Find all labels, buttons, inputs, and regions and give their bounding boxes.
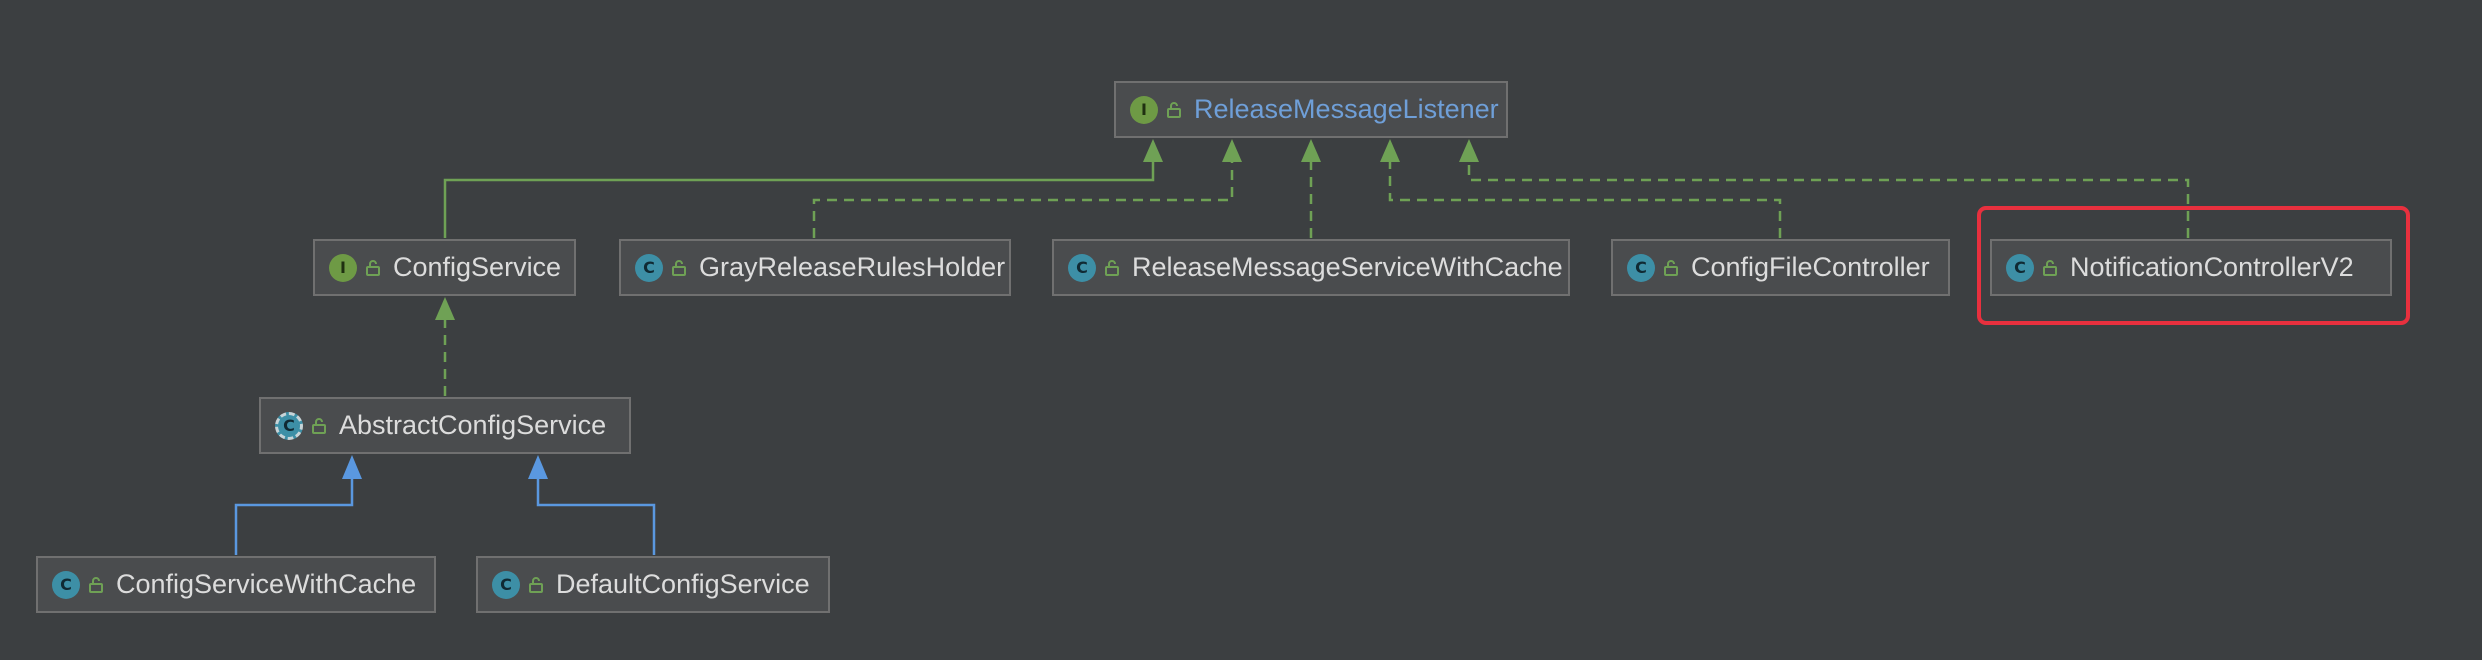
public-visibility-icon	[672, 259, 686, 276]
node-config-service-with-cache[interactable]: C ConfigServiceWithCache	[36, 556, 436, 613]
edge-grayreleaseruleshholder-to-releasemessagelistener	[812, 139, 1242, 238]
class-name-label: AbstractConfigService	[339, 410, 607, 440]
edge-defaultconfigservice-to-abstractconfigservice	[528, 455, 656, 555]
class-name-label: DefaultConfigService	[556, 569, 810, 599]
class-icon: C	[52, 570, 80, 599]
public-visibility-icon	[1664, 259, 1678, 276]
node-release-message-service-with-cache[interactable]: C ReleaseMessageServiceWithCache	[1052, 239, 1570, 296]
public-visibility-icon	[529, 576, 543, 593]
node-gray-release-rules-holder[interactable]: C GrayReleaseRulesHolder	[619, 239, 1011, 296]
node-abstract-config-service[interactable]: C AbstractConfigService	[259, 397, 631, 454]
class-name-label: ConfigServiceWithCache	[116, 569, 417, 599]
class-name-label: ConfigService	[393, 252, 562, 282]
public-visibility-icon	[89, 576, 103, 593]
class-icon: C	[2006, 253, 2034, 282]
edge-releasemessageservicewithcache-to-releasemessagelistener	[1301, 139, 1321, 238]
interface-icon: I	[329, 253, 357, 282]
edge-abstractconfigservice-to-configservice	[435, 297, 455, 396]
class-icon: C	[492, 570, 520, 599]
public-visibility-icon	[312, 417, 326, 434]
class-icon: C	[635, 253, 663, 282]
public-visibility-icon	[2043, 259, 2057, 276]
class-name-label: GrayReleaseRulesHolder	[699, 252, 1006, 282]
highlight-box	[1977, 206, 2410, 325]
interface-icon: I	[1130, 95, 1158, 124]
class-name-label: NotificationControllerV2	[2070, 252, 2354, 282]
abstract-class-icon: C	[275, 411, 303, 440]
edge-notificationcontrollerv2-to-releasemessagelistener	[1459, 139, 2190, 238]
class-icon: C	[1627, 253, 1655, 282]
class-name-label: ReleaseMessageListener	[1194, 94, 1499, 124]
node-config-file-controller[interactable]: C ConfigFileController	[1611, 239, 1950, 296]
node-release-message-listener[interactable]: I ReleaseMessageListener	[1114, 81, 1508, 138]
node-default-config-service[interactable]: C DefaultConfigService	[476, 556, 830, 613]
edge-configservice-to-releasemessagelistener	[443, 139, 1163, 238]
class-name-label: ConfigFileController	[1691, 252, 1930, 282]
class-icon: C	[1068, 253, 1096, 282]
public-visibility-icon	[1167, 101, 1181, 118]
edge-configservicewithcache-to-abstractconfigservice	[234, 455, 362, 555]
public-visibility-icon	[1105, 259, 1119, 276]
node-config-service[interactable]: I ConfigService	[313, 239, 576, 296]
public-visibility-icon	[366, 259, 380, 276]
class-name-label: ReleaseMessageServiceWithCache	[1132, 252, 1563, 282]
node-notification-controller-v2[interactable]: C NotificationControllerV2	[1990, 239, 2392, 296]
edge-configfilecontroller-to-releasemessagelistener	[1380, 139, 1782, 238]
